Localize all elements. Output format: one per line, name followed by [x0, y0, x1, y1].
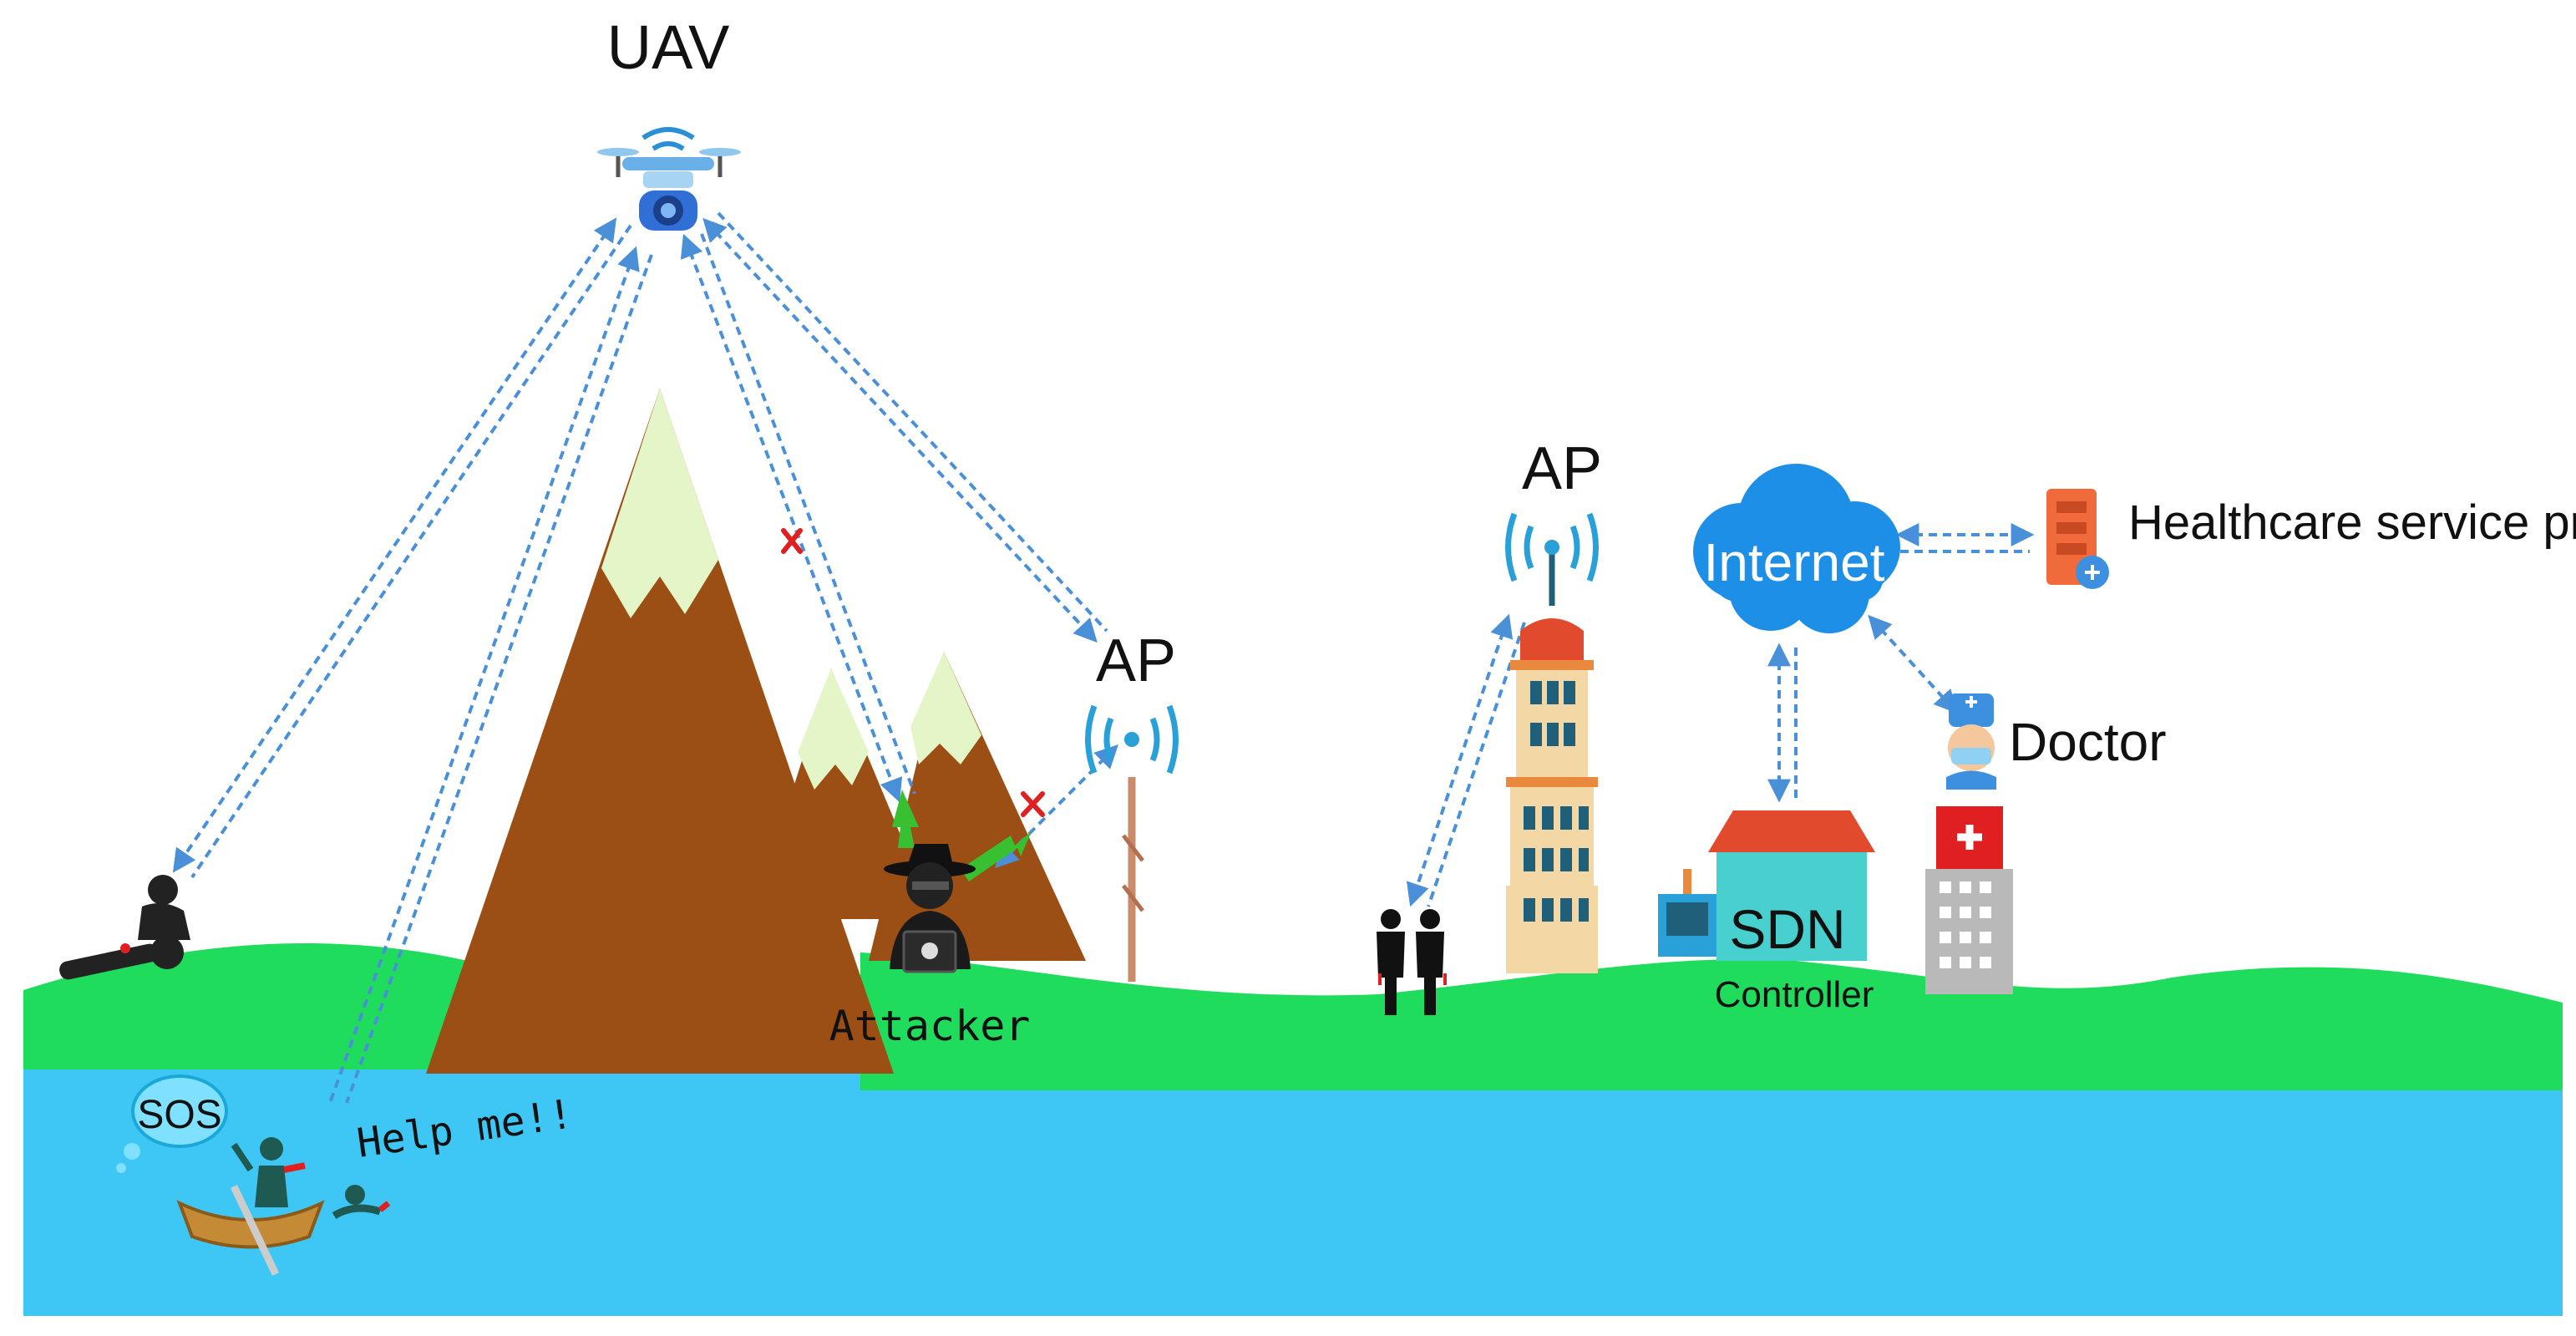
mountain-big — [426, 389, 894, 1074]
link-uav-ap-2 — [717, 211, 1108, 632]
attack-arrow-right — [961, 831, 1032, 881]
sdn-label: SDN — [1729, 898, 1845, 960]
link-uav-ap — [702, 217, 1098, 643]
sos-label: SOS — [137, 1093, 221, 1137]
attack-arrow-up — [892, 790, 919, 848]
blocked-x-1 — [781, 528, 803, 554]
uav-label: UAV — [607, 13, 730, 82]
sdn-building-icon — [1658, 810, 1875, 961]
blocked-markers — [781, 528, 1045, 817]
grass-right — [860, 952, 2563, 1090]
internet-label: Internet — [1703, 532, 1884, 592]
hospital-icon — [1925, 806, 2013, 994]
server-icon — [2046, 489, 2109, 589]
water — [23, 1061, 2563, 1316]
links — [172, 211, 2035, 1104]
hacker-icon — [884, 844, 976, 973]
internet-cloud-icon — [1693, 464, 1900, 633]
link-internet-doctor — [1868, 614, 1958, 714]
blocked-x-2 — [1021, 791, 1045, 817]
link-uav-injured-2 — [190, 224, 632, 879]
attack-arrows — [892, 790, 1032, 881]
boat-sos-icon — [116, 1074, 391, 1276]
healthcare-label: Healthcare service provide — [2128, 495, 2576, 550]
controller-label: Controller — [1715, 974, 1874, 1015]
doctor-icon — [1946, 693, 1996, 790]
grass-left — [23, 942, 468, 1069]
people-icon — [1377, 909, 1447, 1015]
link-uav-boat-2 — [345, 254, 653, 1104]
injured-people-icon — [59, 875, 190, 980]
link-uav-injured — [172, 217, 617, 873]
mountain-small-right-snow — [910, 652, 981, 765]
doctor-label: Doctor — [2009, 712, 2167, 772]
drone-icon — [597, 127, 741, 231]
attacker-label: Attacker — [829, 1002, 1031, 1050]
ap-building-label: AP — [1522, 435, 1602, 502]
tower-building-icon — [1505, 512, 1599, 973]
wifi-tower-icon — [1085, 704, 1179, 982]
link-ap-people-2 — [1427, 622, 1526, 907]
link-uav-boat — [328, 246, 640, 1104]
link-ap-people — [1406, 613, 1514, 907]
ap-mountain-label: AP — [1096, 627, 1176, 694]
